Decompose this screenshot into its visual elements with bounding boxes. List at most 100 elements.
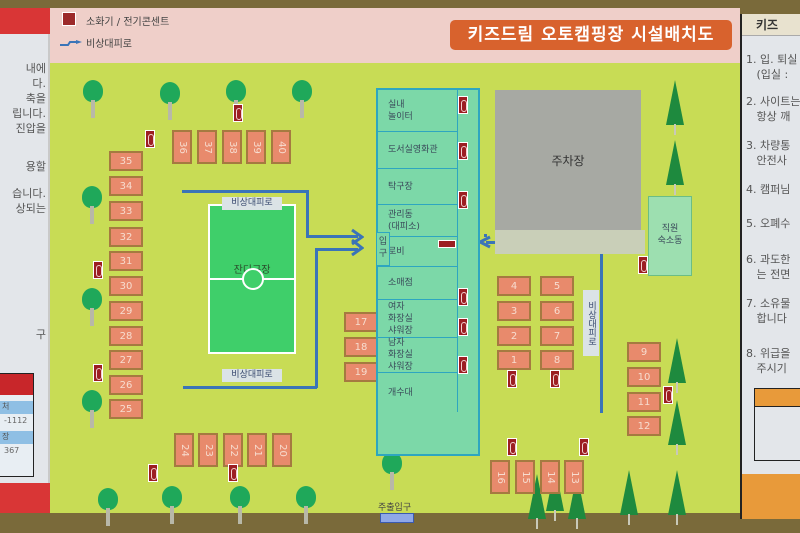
campsite-37[interactable]: 37 xyxy=(197,130,217,164)
pine-tree-icon xyxy=(666,140,684,195)
campsite-11[interactable]: 11 xyxy=(627,392,661,412)
room-table-tennis[interactable]: 탁구장 xyxy=(378,169,458,205)
campsite-17[interactable]: 17 xyxy=(344,312,378,332)
notice-box xyxy=(754,388,800,461)
fire-extinguisher-icon xyxy=(550,370,560,388)
parking-lot[interactable]: 주차장 xyxy=(495,90,641,230)
fire-extinguisher-icon xyxy=(233,104,243,122)
campsite-34[interactable]: 34 xyxy=(109,176,143,196)
room-indoor-playground[interactable]: 실내 놀이터 xyxy=(378,90,458,132)
fire-extinguisher-icon xyxy=(458,288,468,306)
fire-extinguisher-icon xyxy=(62,12,76,26)
campsite-13[interactable]: 13 xyxy=(564,460,584,494)
contact-box-header xyxy=(0,374,33,395)
campsite-18[interactable]: 18 xyxy=(344,337,378,357)
rule-item: 1. 입. 퇴실 (입실 : xyxy=(746,53,798,81)
left-panel-red-footer xyxy=(0,483,50,513)
fire-extinguisher-icon xyxy=(458,318,468,336)
campsite-23[interactable]: 23 xyxy=(198,433,218,467)
fire-extinguisher-icon xyxy=(458,356,468,374)
campsite-8[interactable]: 8 xyxy=(540,350,574,370)
rule-item: 5. 오폐수 xyxy=(746,217,791,230)
campsite-29[interactable]: 29 xyxy=(109,301,143,321)
contact-number: 367 xyxy=(4,446,20,455)
evac-route-line xyxy=(182,190,308,193)
room-mens-restroom[interactable]: 남자 화장실 샤워장 xyxy=(378,338,458,373)
evac-route-label: 비상대피로 xyxy=(222,369,282,382)
fire-extinguisher-icon xyxy=(148,464,158,482)
room-sink[interactable]: 개수대 xyxy=(378,373,458,412)
campsite-40[interactable]: 40 xyxy=(271,130,291,164)
parking-access-lane xyxy=(495,230,645,254)
main-gate-label: 주출입구 xyxy=(378,503,412,513)
evac-route-line xyxy=(306,190,309,236)
campsite-27[interactable]: 27 xyxy=(109,350,143,370)
campsite-3[interactable]: 3 xyxy=(497,301,531,321)
campsite-25[interactable]: 25 xyxy=(109,399,143,419)
entrance[interactable]: 입구 xyxy=(376,232,390,266)
campsite-16[interactable]: 16 xyxy=(490,460,510,494)
campsite-24[interactable]: 24 xyxy=(174,433,194,467)
field-center-circle xyxy=(242,268,264,290)
campsite-22[interactable]: 22 xyxy=(223,433,243,467)
campsite-5[interactable]: 5 xyxy=(540,276,574,296)
room-lobby[interactable]: 로비 xyxy=(378,237,458,267)
fire-extinguisher-icon xyxy=(458,191,468,209)
fire-extinguisher-icon xyxy=(145,130,155,148)
pine-tree-icon xyxy=(620,470,638,525)
tree-icon xyxy=(82,288,102,326)
campsite-10[interactable]: 10 xyxy=(627,367,661,387)
page-title: 키즈드림 오토캠핑장 시설배치도 xyxy=(450,20,732,50)
tree-icon xyxy=(162,486,182,524)
tree-icon xyxy=(160,82,180,120)
room-management-shelter[interactable]: 관리동 (대피소) xyxy=(378,205,458,237)
evacuation-arrow-icon xyxy=(60,40,82,46)
campsite-28[interactable]: 28 xyxy=(109,326,143,346)
campsite-26[interactable]: 26 xyxy=(109,375,143,395)
staff-dormitory[interactable]: 직원 숙소동 xyxy=(648,196,692,276)
room-womens-restroom[interactable]: 여자 화장실 샤워장 xyxy=(378,300,458,338)
campsite-31[interactable]: 31 xyxy=(109,251,143,271)
campsite-36[interactable]: 36 xyxy=(172,130,192,164)
campsite-38[interactable]: 38 xyxy=(222,130,242,164)
tree-icon xyxy=(296,486,316,524)
campsite-20[interactable]: 20 xyxy=(272,433,292,467)
campsite-21[interactable]: 21 xyxy=(247,433,267,467)
legend-fire-label: 소화기 / 전기콘센트 xyxy=(86,17,170,28)
staff-label-line1: 직원 xyxy=(661,224,679,234)
left-panel-red-header xyxy=(0,8,50,34)
campsite-1[interactable]: 1 xyxy=(497,350,531,370)
pine-tree-icon xyxy=(668,470,686,525)
tree-icon xyxy=(83,80,103,118)
rules-panel: 키즈 1. 입. 퇴실 (입실 : 2. 사이트는 항상 깨 3. 차량통 안전… xyxy=(740,14,800,519)
grass-field[interactable]: 잔디구장 xyxy=(208,204,296,354)
campsite-6[interactable]: 6 xyxy=(540,301,574,321)
evac-route-label: 비상대피로 xyxy=(222,197,282,210)
fire-extinguisher-icon xyxy=(663,386,673,404)
campsite-12[interactable]: 12 xyxy=(627,416,661,436)
left-text: 용할 xyxy=(25,160,46,173)
campsite-2[interactable]: 2 xyxy=(497,326,531,346)
campsite-7[interactable]: 7 xyxy=(540,326,574,346)
campsite-14[interactable]: 14 xyxy=(540,460,560,494)
main-gate[interactable] xyxy=(380,513,414,523)
rule-item: 3. 차량통 안전사 xyxy=(746,139,791,167)
tree-icon xyxy=(82,186,102,224)
left-text: 내에 xyxy=(25,62,46,75)
campsite-30[interactable]: 30 xyxy=(109,276,143,296)
header-strip: 소화기 / 전기콘센트 비상대피로 키즈드림 오토캠핑장 시설배치도 xyxy=(50,8,740,63)
rule-item: 8. 위급을 주시기 xyxy=(746,347,791,375)
campsite-32[interactable]: 32 xyxy=(109,227,143,247)
room-library-cinema[interactable]: 도서실영화관 xyxy=(378,132,458,169)
evac-arrow-icon xyxy=(351,228,364,256)
campsite-4[interactable]: 4 xyxy=(497,276,531,296)
campsite-35[interactable]: 35 xyxy=(109,151,143,171)
evac-arrow-icon xyxy=(478,235,491,249)
campsite-33[interactable]: 33 xyxy=(109,201,143,221)
campsite-39[interactable]: 39 xyxy=(246,130,266,164)
campsite-19[interactable]: 19 xyxy=(344,362,378,382)
campsite-9[interactable]: 9 xyxy=(627,342,661,362)
rule-item: 6. 과도한 는 전면 xyxy=(746,253,791,281)
room-store[interactable]: 소매점 xyxy=(378,267,458,300)
campsite-15[interactable]: 15 xyxy=(515,460,535,494)
